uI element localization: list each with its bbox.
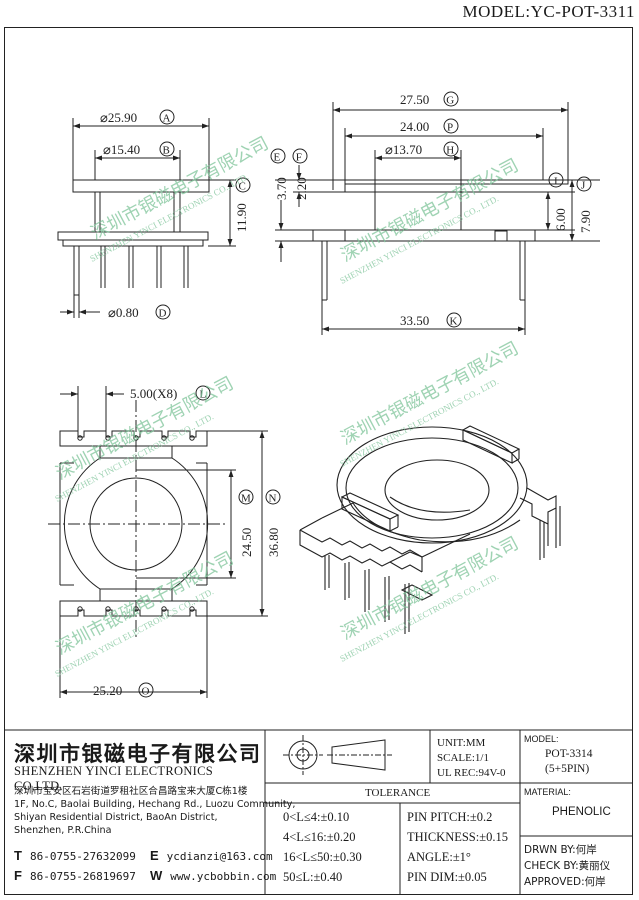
dim-h-letter: H (446, 145, 454, 157)
dim-g-letter: G (446, 95, 454, 107)
tolerance-row: 0<L≤4:±0.10 (283, 810, 350, 824)
front-view (57, 118, 236, 318)
company-name-en: SHENZHEN YINCI ELECTRONICS CO,LTD. (14, 764, 213, 793)
dim-j-letter: J (581, 180, 586, 192)
dim-g-value: 27.50 (400, 92, 429, 107)
approved-by: APPROVED:何岸 (524, 876, 606, 888)
dim-c-value: 11.90 (234, 203, 249, 232)
dim-k-letter: K (450, 316, 458, 328)
dim-p-letter: P (447, 122, 453, 134)
dim-h-value: ⌀13.70 (385, 142, 422, 157)
dim-e-letter: E (274, 152, 281, 164)
check-by: CHECK BY:黄丽仪 (524, 860, 611, 872)
dim-d-letter: D (159, 308, 167, 320)
dim-i-value: 6.00 (553, 208, 568, 231)
tolerance-row: 16<L≤50:±0.30 (283, 850, 362, 864)
dim-f-value: 2.20 (294, 177, 309, 200)
dim-d-value: ⌀0.80 (108, 305, 139, 320)
dim-a-letter: A (163, 113, 171, 125)
isometric-view (299, 425, 561, 634)
dim-o-value: 25.20 (93, 683, 122, 698)
dim-l-letter: L (200, 389, 207, 401)
dim-b-value: ⌀15.40 (103, 142, 140, 157)
dim-l-value: 5.00(X8) (130, 386, 177, 401)
dim-b-letter: B (163, 145, 170, 157)
title-block-grid (4, 729, 633, 895)
material-label: MATERIAL: (524, 787, 571, 797)
tolerance-row: PIN PITCH:±0.2 (407, 810, 493, 824)
material-value: PHENOLIC (552, 806, 611, 818)
dim-j-value: 7.90 (578, 210, 593, 233)
dim-a-value: ⌀25.90 (100, 110, 137, 125)
side-view (275, 102, 600, 335)
tolerance-title: TOLERANCE (365, 787, 431, 799)
model-label: MODEL: (524, 734, 559, 744)
dim-f-letter: F (296, 152, 302, 164)
address-line: Shiyan Residential District, BaoAn Distr… (14, 812, 218, 823)
dim-m-value: 24.50 (239, 528, 254, 557)
scale-label: SCALE:1/1 (437, 752, 489, 764)
tolerance-row: 50≤L:±0.40 (283, 870, 343, 884)
dim-c-letter: C (239, 181, 246, 193)
dim-p-value: 24.00 (400, 119, 429, 134)
drawn-by: DRWN BY:何岸 (524, 844, 597, 856)
company-name-cn: 深圳市银磁电子有限公司 (14, 742, 262, 766)
watermark-cn: 深圳市银磁电子有限公司 (337, 155, 521, 266)
address-line: Shenzhen, P.R.China (14, 825, 112, 836)
dimension-labels: ⌀25.90 A ⌀15.40 B C 11.90 ⌀0.80 D E 3.70… (93, 91, 593, 698)
model-pins: (5+5PIN) (545, 763, 590, 775)
tolerance-row: 4<L≤16:±0.20 (283, 830, 356, 844)
address-line: 深圳市宝安区石岩街道罗租社区合昌路宝来大厦C栋1楼 (14, 786, 248, 797)
top-view (48, 386, 268, 698)
drawing-frame (4, 27, 633, 895)
tolerance-row: PIN DIM:±0.05 (407, 870, 487, 884)
dim-m-letter: M (241, 493, 251, 505)
tolerance-row: ANGLE:±1° (407, 850, 471, 864)
dim-e-value: 3.70 (274, 177, 289, 200)
model-header: MODEL:YC-POT-3311 (462, 2, 635, 21)
watermarks: 深圳市银磁电子有限公司 SHENZHEN YINCI ELECTRONICS C… (52, 133, 521, 679)
unit-label: UNIT:MM (437, 737, 486, 749)
ul-rec-label: UL REC:94V-0 (437, 767, 506, 779)
address-line: 1F, No.C, Baolai Building, Hechang Rd., … (14, 799, 296, 810)
tolerance-row: THICKNESS:±0.15 (407, 830, 508, 844)
dim-k-value: 33.50 (400, 313, 429, 328)
dim-n-value: 36.80 (266, 528, 281, 557)
dim-o-letter: O (142, 686, 150, 698)
model-value: POT-3314 (545, 748, 593, 760)
watermark-cn: 深圳市银磁电子有限公司 (52, 548, 236, 659)
watermark-cn: 深圳市银磁电子有限公司 (337, 338, 521, 449)
dim-i-letter: I (554, 176, 558, 188)
dim-n-letter: N (269, 493, 277, 505)
